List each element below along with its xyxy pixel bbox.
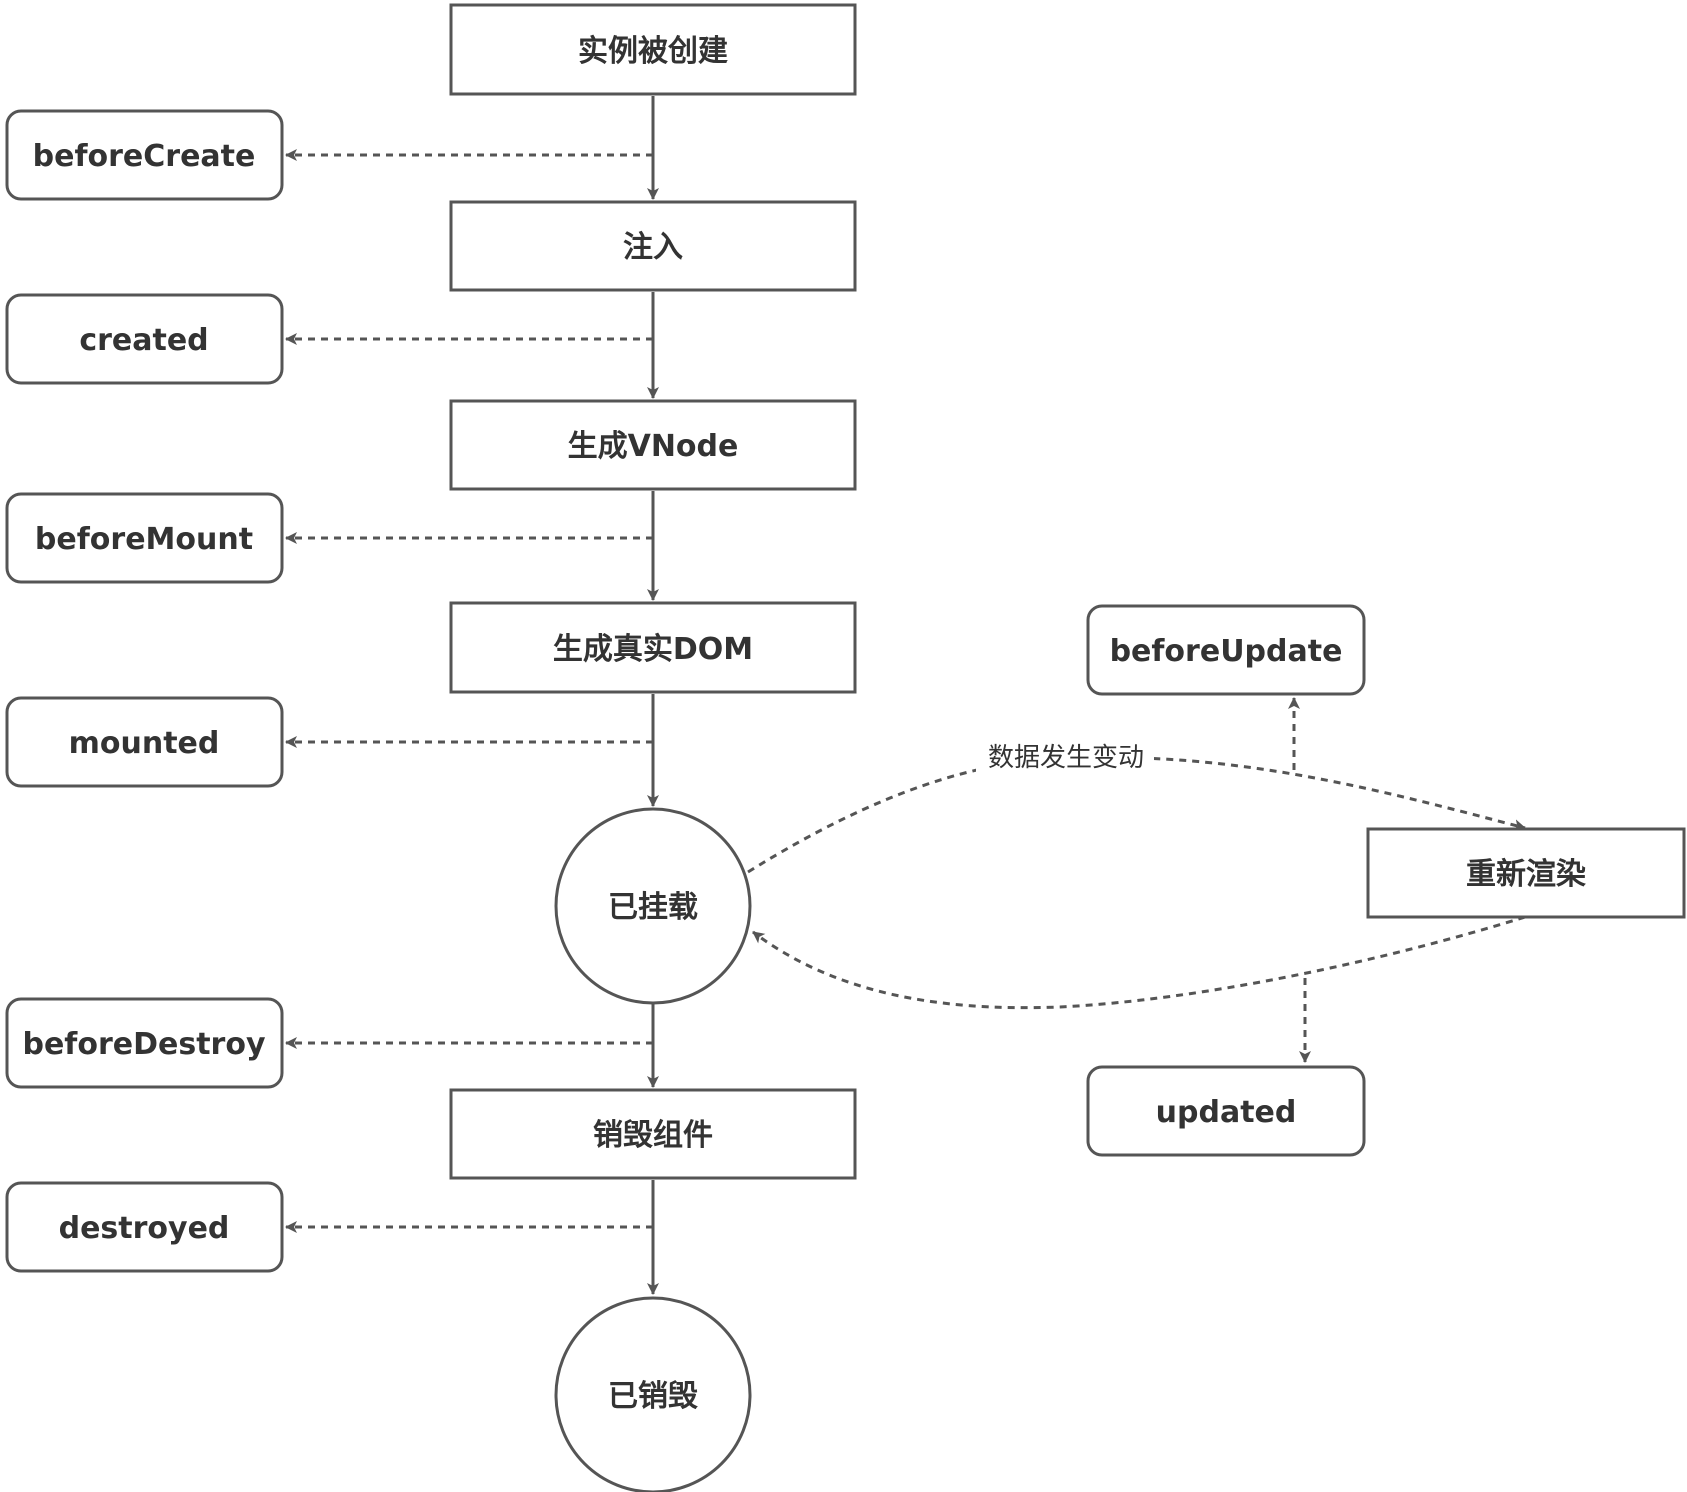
box-gen-vnode — [449, 399, 857, 491]
node-inject: 注入 — [449, 200, 857, 292]
node-destroy-component: 销毁组件 — [449, 1088, 857, 1180]
box-gen-real-dom — [449, 601, 857, 694]
data-change-label-group: 数据发生变动 — [976, 738, 1154, 776]
arrow-rerender-to-mounted — [752, 915, 1526, 1010]
circle-mounted-state — [554, 807, 752, 1005]
node-destroyed-state: 已销毁 — [554, 1296, 752, 1492]
box-before-create — [5, 109, 284, 201]
circle-destroyed-state — [554, 1296, 752, 1492]
hook-before-destroy: beforeDestroy — [5, 997, 284, 1089]
label-destroyed: destroyed — [59, 1211, 230, 1246]
label-before-mount: beforeMount — [35, 522, 253, 557]
label-created: created — [79, 323, 208, 358]
label-gen-vnode: 生成VNode — [568, 429, 739, 464]
box-destroyed — [5, 1181, 284, 1273]
box-inject — [449, 200, 857, 292]
box-updated — [1086, 1065, 1366, 1157]
box-created — [5, 293, 284, 385]
label-before-update: beforeUpdate — [1110, 634, 1343, 669]
box-before-mount — [5, 492, 284, 584]
hook-arrows — [285, 149, 653, 1233]
data-change-label-bg — [976, 738, 1154, 776]
label-mounted: mounted — [69, 726, 220, 761]
label-rerender: 重新渲染 — [1466, 857, 1586, 892]
label-destroyed-state: 已销毁 — [608, 1379, 698, 1414]
box-mounted — [5, 696, 284, 788]
hook-before-create: beforeCreate — [5, 109, 284, 201]
label-instance-created: 实例被创建 — [578, 34, 728, 69]
label-mounted-state: 已挂载 — [608, 890, 698, 925]
hook-created: created — [5, 293, 284, 385]
label-updated: updated — [1156, 1095, 1297, 1130]
box-rerender — [1366, 827, 1686, 919]
label-before-destroy: beforeDestroy — [22, 1027, 265, 1062]
node-gen-real-dom: 生成真实DOM — [449, 601, 857, 694]
node-instance-created: 实例被创建 — [449, 3, 857, 96]
label-destroy-component: 销毁组件 — [593, 1118, 713, 1153]
label-gen-real-dom: 生成真实DOM — [553, 632, 753, 667]
box-destroy-component — [449, 1088, 857, 1180]
hook-updated: updated — [1086, 1065, 1366, 1157]
node-mounted-state: 已挂载 — [554, 807, 752, 1005]
label-inject: 注入 — [623, 230, 683, 265]
data-change-label: 数据发生变动 — [988, 743, 1144, 773]
box-before-update — [1086, 604, 1366, 696]
node-rerender: 重新渲染 — [1366, 827, 1686, 919]
hook-before-mount: beforeMount — [5, 492, 284, 584]
box-instance-created — [449, 3, 857, 96]
hook-mounted: mounted — [5, 696, 284, 788]
node-gen-vnode: 生成VNode — [449, 399, 857, 491]
label-before-create: beforeCreate — [33, 139, 256, 174]
hook-before-update: beforeUpdate — [1086, 604, 1366, 696]
hook-destroyed: destroyed — [5, 1181, 284, 1273]
box-before-destroy — [5, 997, 284, 1089]
